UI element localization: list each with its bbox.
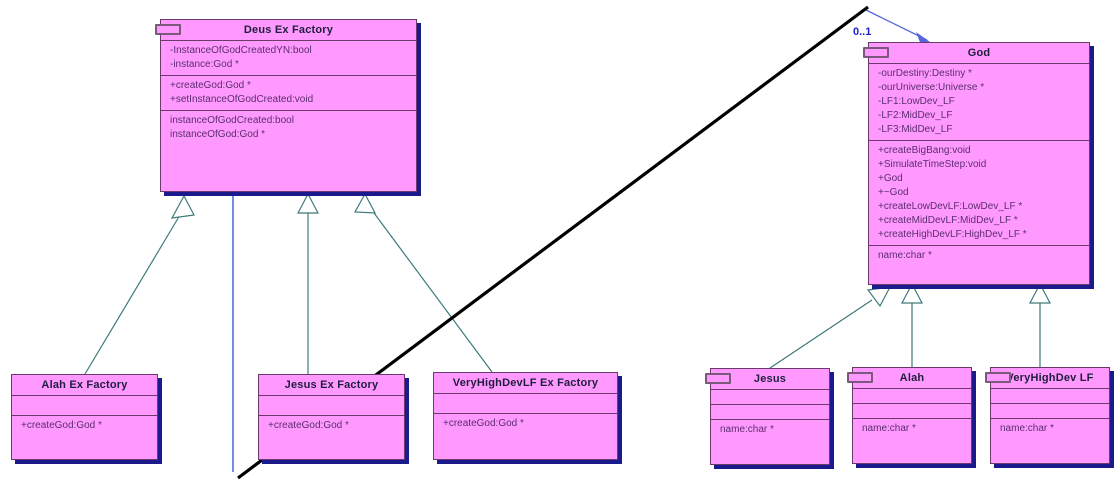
association-deusexfactory-to-god <box>865 9 930 45</box>
operation-row: +createBigBang:void <box>878 145 971 156</box>
attributes-compartment-veryhighdevlf-ex-factory <box>434 394 617 414</box>
operation-row: +~God <box>878 187 909 198</box>
class-box-deus-ex-factory[interactable]: Deus Ex Factory -InstanceOfGodCreatedYN:… <box>155 19 417 192</box>
attribute-row: -ourDestiny:Destiny * <box>878 68 972 79</box>
class-tab-icon <box>985 372 1011 383</box>
attributes-compartment-god: -ourDestiny:Destiny * -ourUniverse:Unive… <box>869 64 1089 141</box>
class-box-god[interactable]: God -ourDestiny:Destiny * -ourUniverse:U… <box>863 42 1090 285</box>
extras-compartment-god: name:char * <box>869 246 1089 266</box>
class-box-veryhighdevlf-ex-factory[interactable]: VeryHighDevLF Ex Factory +createGod:God … <box>433 372 618 460</box>
class-title-alah: Alah <box>853 368 971 389</box>
class-title-jesus-ex-factory: Jesus Ex Factory <box>259 375 404 396</box>
operation-row: +createLowDevLF:LowDev_LF * <box>878 201 1023 212</box>
class-box-veryhighdev-lf[interactable]: VeryHighDev LF name:char * <box>985 367 1110 464</box>
class-box-jesus[interactable]: Jesus name:char * <box>705 368 830 465</box>
class-title-god: God <box>869 43 1089 64</box>
attributes-compartment-jesus <box>711 390 829 405</box>
class-title-alah-ex-factory: Alah Ex Factory <box>12 375 157 396</box>
generalization-jesus-to-god <box>769 286 892 369</box>
class-title-veryhighdevlf-ex-factory: VeryHighDevLF Ex Factory <box>434 373 617 394</box>
extras-compartment-veryhighdev-lf: name:char * <box>991 419 1109 439</box>
class-tab-icon <box>155 24 181 35</box>
attributes-compartment-jesus-ex-factory <box>259 396 404 416</box>
class-title-veryhighdev-lf: VeryHighDev LF <box>991 368 1109 389</box>
extra-row: instanceOfGodCreated:bool <box>170 115 294 126</box>
extras-compartment-deus-ex-factory: instanceOfGodCreated:bool instanceOfGod:… <box>161 111 416 145</box>
operations-compartment-veryhighdev-lf <box>991 404 1109 419</box>
operations-compartment-jesus <box>711 405 829 420</box>
class-tab-icon <box>847 372 873 383</box>
generalization-veryhighdevlfexfactory-to-deusexfactory <box>354 192 493 373</box>
class-title-deus-ex-factory: Deus Ex Factory <box>161 20 416 41</box>
generalization-alah-to-god <box>901 282 923 367</box>
operation-row: +God <box>878 173 903 184</box>
class-tab-icon <box>705 373 731 384</box>
generalization-jesusexfactory-to-deusexfactory <box>297 192 319 374</box>
extras-compartment-alah: name:char * <box>853 419 971 439</box>
extra-row: name:char * <box>862 423 916 434</box>
operation-row: +createGod:God * <box>443 418 524 429</box>
multiplicity-label-0..1: 0..1 <box>853 26 872 38</box>
attribute-row: -ourUniverse:Universe * <box>878 82 985 93</box>
operation-row: +createGod:God * <box>268 420 349 431</box>
attributes-compartment-alah <box>853 389 971 404</box>
operation-row: +createGod:God * <box>170 80 251 91</box>
operations-compartment-veryhighdevlf-ex-factory: +createGod:God * <box>434 414 617 434</box>
operation-row: +setInstanceOfGodCreated:void <box>170 94 314 105</box>
generalization-veryhighdevlf-to-god <box>1029 282 1051 367</box>
extra-row: name:char * <box>720 424 774 435</box>
operations-compartment-alah-ex-factory: +createGod:God * <box>12 416 157 436</box>
generalization-alahexfactory-to-deusexfactory <box>84 194 195 375</box>
attribute-row: -instance:God * <box>170 59 239 70</box>
extra-row: instanceOfGod:God * <box>170 129 266 140</box>
class-box-alah-ex-factory[interactable]: Alah Ex Factory +createGod:God * <box>11 374 158 460</box>
extras-compartment-jesus: name:char * <box>711 420 829 440</box>
operations-compartment-deus-ex-factory: +createGod:God * +setInstanceOfGodCreate… <box>161 76 416 111</box>
attribute-row: -LF1:LowDev_LF <box>878 96 955 107</box>
attribute-row: -LF3:MidDev_LF <box>878 124 953 135</box>
attributes-compartment-veryhighdev-lf <box>991 389 1109 404</box>
operation-row: +SimulateTimeStep:void <box>878 159 987 170</box>
operations-compartment-alah <box>853 404 971 419</box>
class-tab-icon <box>863 47 889 58</box>
attributes-compartment-alah-ex-factory <box>12 396 157 416</box>
extra-row: name:char * <box>1000 423 1054 434</box>
attribute-row: -LF2:MidDev_LF <box>878 110 953 121</box>
extra-row: name:char * <box>878 250 932 261</box>
class-box-alah[interactable]: Alah name:char * <box>847 367 972 464</box>
operation-row: +createHighDevLF:HighDev_LF * <box>878 229 1027 240</box>
operations-compartment-god: +createBigBang:void +SimulateTimeStep:vo… <box>869 141 1089 246</box>
attribute-row: -InstanceOfGodCreatedYN:bool <box>170 45 312 56</box>
operation-row: +createGod:God * <box>21 420 102 431</box>
operation-row: +createMidDevLF:MidDev_LF * <box>878 215 1018 226</box>
operations-compartment-jesus-ex-factory: +createGod:God * <box>259 416 404 436</box>
attributes-compartment-deus-ex-factory: -InstanceOfGodCreatedYN:bool -instance:G… <box>161 41 416 76</box>
class-box-jesus-ex-factory[interactable]: Jesus Ex Factory +createGod:God * <box>258 374 405 460</box>
